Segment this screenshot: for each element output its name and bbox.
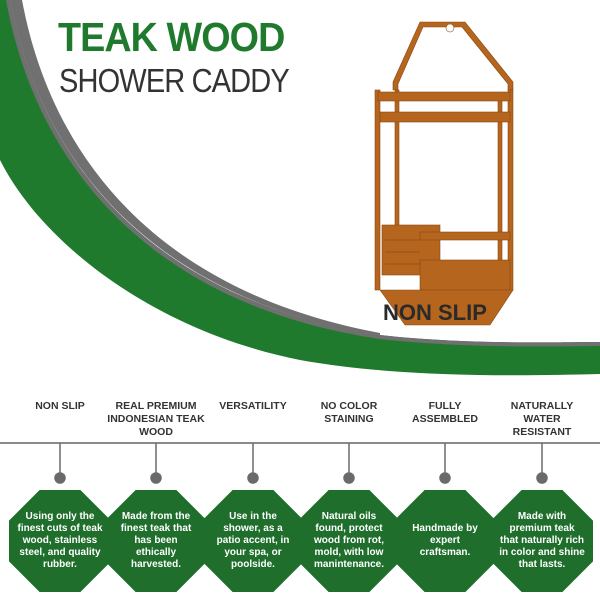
feature-description: Handmade by expert craftsman. [412,523,478,558]
green-swoosh [0,0,600,376]
timeline-dot [536,472,548,484]
feature-title: NON SLIP [35,400,85,412]
feature-description: Using only the finest cuts of teak wood,… [17,511,103,570]
teak-shower-caddy-image [374,21,514,326]
feature-title: REAL PREMIUM INDONESIAN TEAK WOOD [107,400,205,438]
feature-octagon: Made with premium teak that naturally ri… [491,490,593,592]
product-caption: NON SLIP [383,300,487,325]
feature-title: FULLY ASSEMBLED [412,400,478,425]
feature-description: Made from the finest teak that has been … [120,511,192,570]
feature-description: Natural oils found, protect wood from ro… [313,511,385,570]
feature-octagon: Using only the finest cuts of teak wood,… [9,490,111,592]
feature-octagon: Use in the shower, as a patio accent, in… [202,490,304,592]
feature-title: VERSATILITY [219,400,287,412]
title-teak-wood: TEAK WOOD [58,14,285,60]
feature-octagon: Made from the finest teak that has been … [105,490,207,592]
feature-title: NATURALLY WATER RESISTANT [510,400,574,438]
timeline-connectors [54,443,548,484]
timeline-dot [150,472,162,484]
timeline-dot [247,472,259,484]
timeline-dot [343,472,355,484]
feature-octagon: Handmade by expert craftsman. [394,490,496,592]
gray-swoosh-top [10,0,380,336]
title-shower-caddy: SHOWER CADDY [59,62,290,99]
timeline-dot [439,472,451,484]
feature-octagon: Natural oils found, protect wood from ro… [298,490,400,592]
feature-description: Use in the shower, as a patio accent, in… [216,511,290,570]
timeline-dot [54,472,66,484]
feature-title: NO COLOR STAINING [320,400,378,425]
feature-description: Made with premium teak that naturally ri… [499,511,585,570]
